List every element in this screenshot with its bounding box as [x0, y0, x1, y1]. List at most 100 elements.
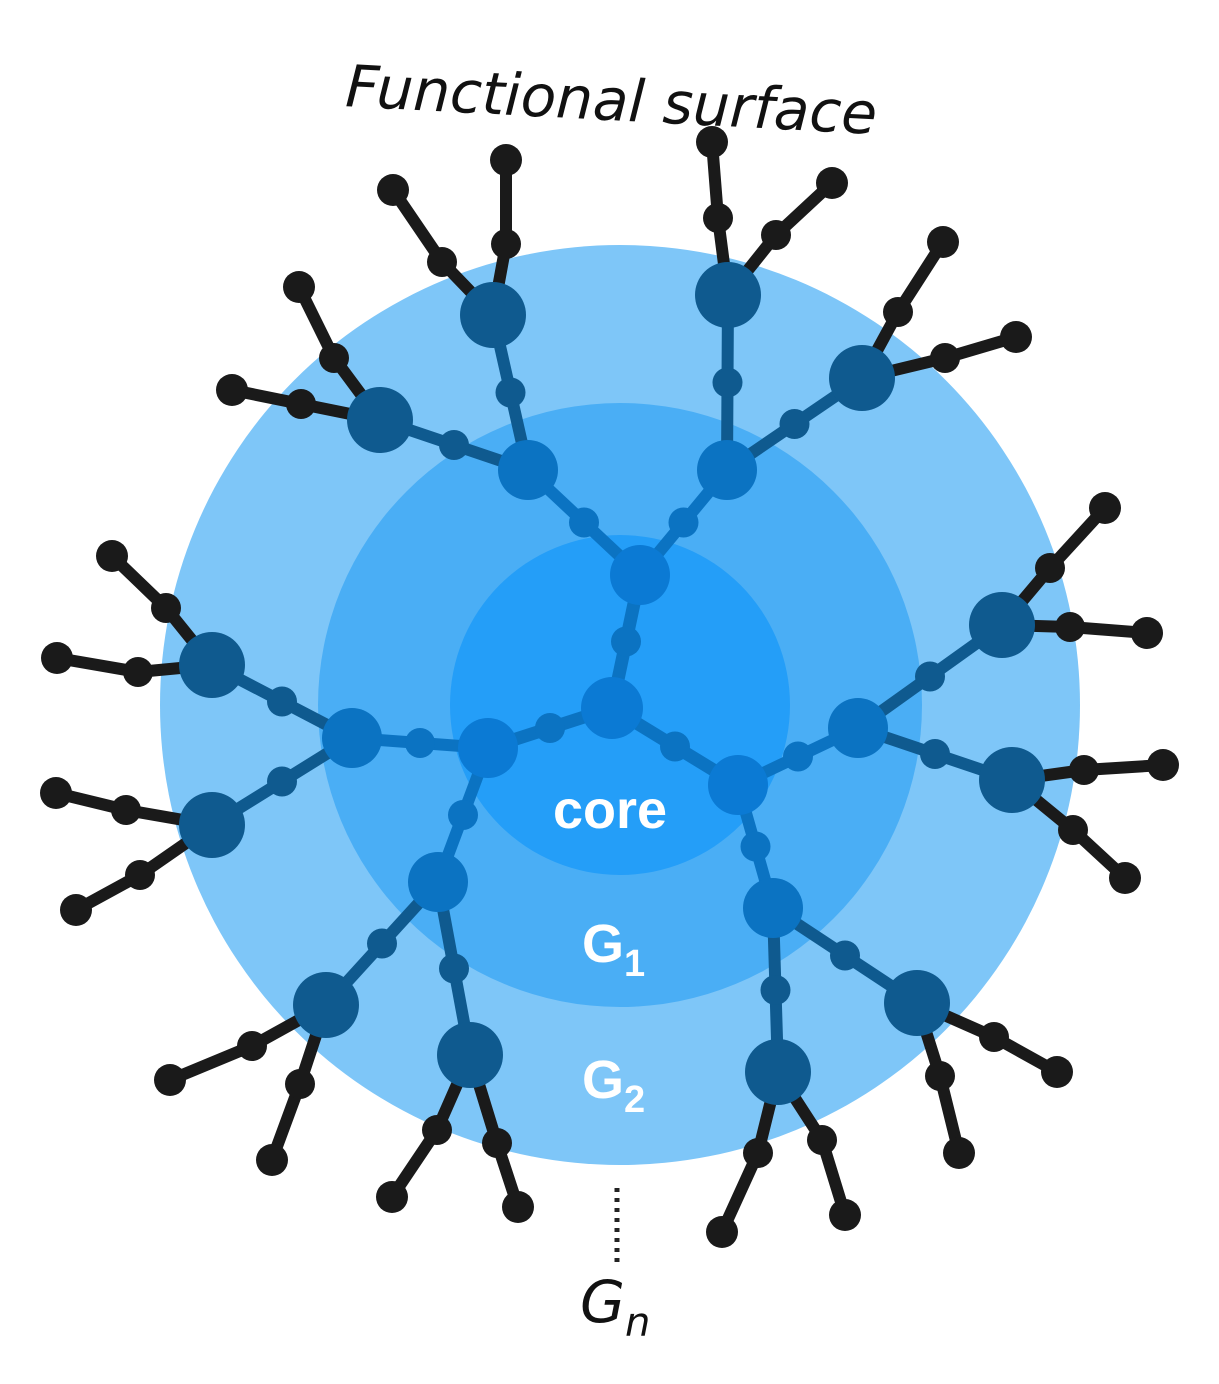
dendrimer-branches [40, 126, 1179, 1248]
outer-branch-node [829, 345, 895, 411]
terminal-atom [1000, 321, 1032, 353]
g1-branch-bead [569, 507, 599, 538]
terminal-atom [111, 795, 141, 825]
outer-branch-node [460, 282, 526, 348]
terminal-atom [1131, 617, 1163, 649]
g1-branch-node [708, 755, 768, 815]
gn-label-main: G [580, 1268, 625, 1336]
outer-branch-node [437, 1022, 503, 1088]
g2-branch-node [743, 878, 803, 938]
terminal-atom [1089, 492, 1121, 524]
terminal-atom [706, 1216, 738, 1248]
g2-branch-node [498, 440, 558, 500]
g1-branch-bead [740, 831, 771, 862]
terminal-atom [1109, 862, 1141, 894]
outer-branch-bead [267, 686, 297, 717]
outer-branch-bead [439, 430, 469, 460]
outer-branch-bead [920, 739, 950, 769]
terminal-atom [743, 1138, 773, 1168]
terminal-atom [1147, 749, 1179, 781]
terminal-atom [376, 1181, 408, 1213]
outer-branch-node [695, 262, 761, 328]
terminal-atom [125, 860, 155, 890]
terminal-atom [927, 226, 959, 258]
terminal-atom [829, 1199, 861, 1231]
terminal-atom [979, 1022, 1009, 1052]
core-branch-bead [660, 731, 690, 762]
terminal-atom [422, 1115, 452, 1145]
g1-label-sub: 1 [624, 943, 645, 985]
terminal-atom [816, 167, 848, 199]
g1-branch-node [610, 545, 670, 605]
terminal-atom [40, 777, 72, 809]
core-label: core [553, 780, 667, 840]
terminal-atom [1041, 1056, 1073, 1088]
g2-branch-node [408, 852, 468, 912]
outer-branch-bead [830, 940, 860, 971]
outer-branch-bead [712, 367, 743, 398]
terminal-atom [482, 1128, 512, 1158]
outer-branch-bead [779, 409, 810, 439]
terminal-atom [502, 1191, 534, 1223]
terminal-atom [1055, 612, 1085, 642]
terminal-atom [930, 343, 960, 373]
terminal-atom [283, 271, 315, 303]
diagram-title: Functional surface [344, 52, 879, 148]
g2-branch-node [697, 440, 757, 500]
terminal-atom [377, 174, 409, 206]
outer-branch-node [884, 970, 950, 1036]
g1-branch-node [458, 718, 518, 778]
g2-label: G2 [582, 1050, 645, 1121]
terminal-atom [427, 247, 457, 277]
outer-branch-bead [439, 953, 469, 984]
g2-branch-node [322, 708, 382, 768]
terminal-atom [491, 229, 521, 259]
terminal-atom [123, 657, 153, 687]
outer-branch-node [293, 972, 359, 1038]
core-branch-bead [535, 713, 565, 743]
terminal-atom [883, 297, 913, 327]
outer-branch-bead [495, 377, 526, 408]
terminal-atom [285, 1069, 315, 1099]
terminal-atom [151, 593, 181, 623]
terminal-atom [761, 220, 791, 250]
outer-branch-node [179, 792, 245, 858]
terminal-atom [925, 1061, 955, 1091]
terminal-atom [807, 1125, 837, 1155]
outer-branch-bead [267, 766, 297, 797]
g2-label-main: G [582, 1050, 624, 1110]
terminal-atom [60, 894, 92, 926]
terminal-atom [319, 343, 349, 373]
g1-label: G1 [582, 914, 645, 985]
outer-branch-bead [367, 928, 397, 959]
terminal-atom [256, 1144, 288, 1176]
outer-branch-bead [915, 661, 945, 692]
terminal-atom [703, 203, 733, 233]
core-branch-bead [611, 626, 641, 657]
gn-label-sub: n [625, 1300, 650, 1346]
outer-branch-node [745, 1039, 811, 1105]
g2-label-sub: 2 [624, 1079, 645, 1121]
terminal-atom [154, 1064, 186, 1096]
outer-branch-node [179, 632, 245, 698]
outer-branch-node [347, 387, 413, 453]
terminal-atom [490, 144, 522, 176]
outer-branch-node [969, 592, 1035, 658]
g1-branch-bead [405, 728, 435, 758]
terminal-atom [696, 126, 728, 158]
terminal-atom [237, 1031, 267, 1061]
g1-branch-bead [668, 507, 699, 538]
terminal-atom [216, 374, 248, 406]
g1-branch-bead [448, 800, 478, 830]
terminal-atom [1069, 755, 1099, 785]
g1-label-main: G [582, 914, 624, 974]
gn-label: Gn [580, 1268, 650, 1346]
terminal-atom [96, 540, 128, 572]
outer-branch-bead [760, 975, 791, 1005]
g2-branch-node [828, 698, 888, 758]
terminal-atom [943, 1137, 975, 1169]
outer-branch-node [979, 747, 1045, 813]
terminal-atom [286, 389, 316, 419]
g1-branch-bead [783, 741, 813, 772]
